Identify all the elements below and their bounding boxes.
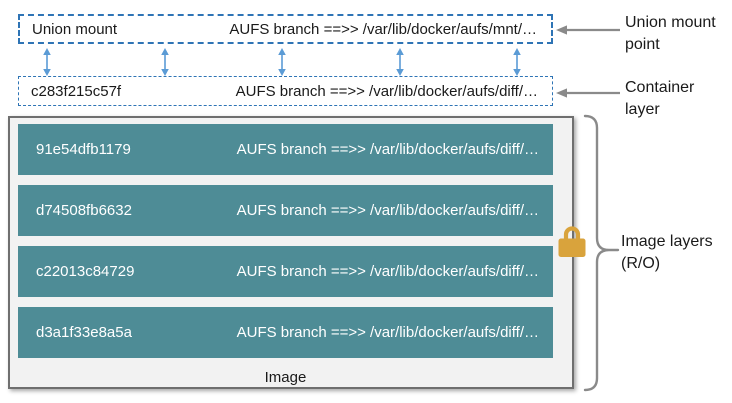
layer-branch-path: AUFS branch ==>> /var/lib/docker/aufs/di… xyxy=(236,263,539,280)
double-arrow-icon xyxy=(278,47,286,76)
container-layer-label: Container layer xyxy=(625,79,695,118)
container-layer-branch-path: AUFS branch ==>> /var/lib/docker/aufs/di… xyxy=(235,82,538,100)
double-arrow-icon xyxy=(513,47,521,76)
image-box: 91e54dfb1179 AUFS branch ==>> /var/lib/d… xyxy=(8,116,574,389)
union-mount-pointer-arrow-icon xyxy=(556,25,620,35)
image-layer-row: 91e54dfb1179 AUFS branch ==>> /var/lib/d… xyxy=(18,124,553,175)
layer-branch-path: AUFS branch ==>> /var/lib/docker/aufs/di… xyxy=(236,202,539,219)
mount-link-arrows xyxy=(41,47,523,76)
image-layers-label: Image layers (R/O) xyxy=(621,233,713,272)
union-mount-branch-path: AUFS branch ==>> /var/lib/docker/aufs/mn… xyxy=(229,20,537,38)
layer-id: d3a1f33e8a5a xyxy=(36,324,132,341)
image-caption: Image xyxy=(264,369,307,386)
union-mount-box: Union mount AUFS branch ==>> /var/lib/do… xyxy=(18,14,553,44)
container-layer-box: c283f215c57f AUFS branch ==>> /var/lib/d… xyxy=(18,76,553,106)
image-layer-row: d74508fb6632 AUFS branch ==>> /var/lib/d… xyxy=(18,185,553,236)
image-layers-brace xyxy=(583,114,620,392)
layer-id: 91e54dfb1179 xyxy=(36,141,131,158)
double-arrow-icon xyxy=(395,47,404,76)
layer-branch-path: AUFS branch ==>> /var/lib/docker/aufs/di… xyxy=(236,324,539,341)
lock-icon xyxy=(558,226,586,257)
layer-id: c22013c84729 xyxy=(36,263,135,280)
union-mount-label: Union mount xyxy=(32,20,118,38)
double-arrow-icon xyxy=(43,47,51,76)
layer-id: d74508fb6632 xyxy=(36,202,132,219)
container-layer-id: c283f215c57f xyxy=(31,82,122,100)
image-layer-row: d3a1f33e8a5a AUFS branch ==>> /var/lib/d… xyxy=(18,307,553,358)
layer-branch-path: AUFS branch ==>> /var/lib/docker/aufs/di… xyxy=(236,141,539,158)
container-layer-pointer-arrow-icon xyxy=(556,88,620,98)
union-mount-point-label: Union mount point xyxy=(625,14,716,53)
double-arrow-icon xyxy=(160,47,169,76)
image-layer-row: c22013c84729 AUFS branch ==>> /var/lib/d… xyxy=(18,246,553,297)
